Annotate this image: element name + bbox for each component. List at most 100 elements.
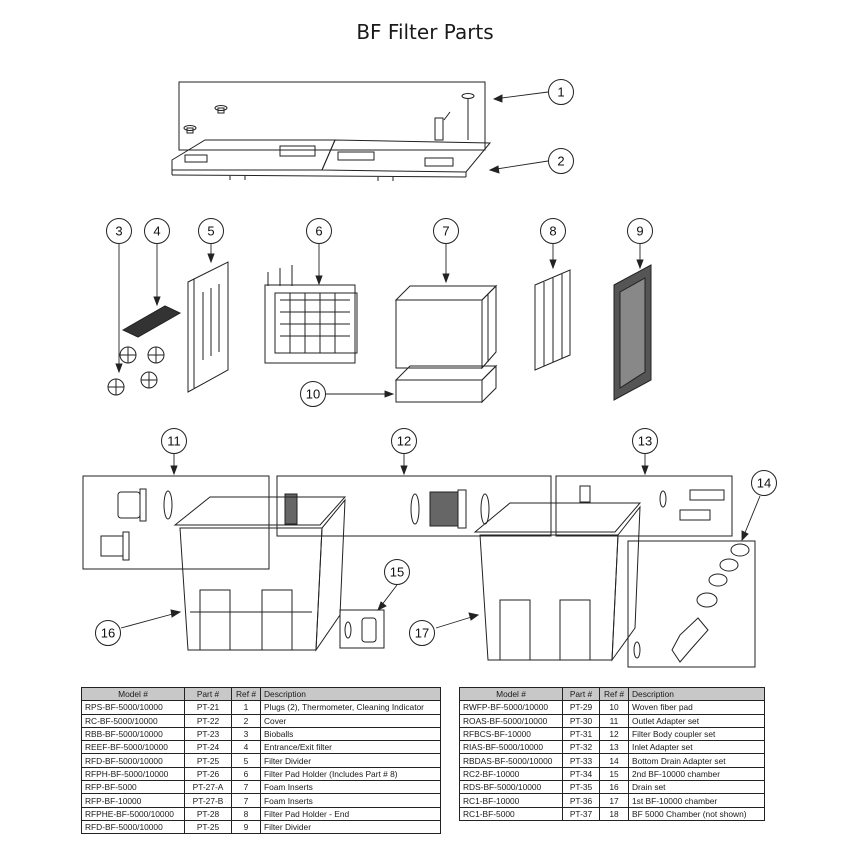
cell-model: RFP-BF-10000 [81, 793, 185, 808]
part-17-first-chamber [473, 502, 642, 662]
callout-circle-1 [548, 79, 574, 105]
part-10-woven-fiber-pad [394, 364, 498, 404]
cell-description: Foam Inserts [260, 780, 441, 795]
callout-circle-13 [632, 428, 658, 454]
cell-ref: 3 [231, 726, 261, 742]
table-header-row: Model # Part # Ref # Description [459, 686, 765, 702]
table-header-row: Model # Part # Ref # Description [81, 686, 441, 702]
callout-circle-6 [306, 218, 332, 244]
cell-part: PT-27-A [184, 780, 232, 795]
callout-circle-8 [540, 218, 566, 244]
cell-model: ROAS-BF-5000/10000 [459, 713, 563, 728]
cell-ref: 16 [599, 780, 629, 795]
cell-description: Bottom Drain Adapter set [628, 753, 765, 768]
part-15-second-chamber [173, 496, 347, 652]
callout-number: 15 [390, 565, 404, 580]
column-header-description: Description [260, 686, 441, 702]
callout-number: 13 [638, 434, 652, 449]
cell-part: PT-35 [562, 780, 600, 795]
cell-description: Filter Pad Holder (Includes Part # 8) [260, 766, 441, 782]
cell-part: PT-25 [184, 753, 232, 768]
cell-part: PT-22 [184, 713, 232, 728]
part-8-filter-pad-holder-end [534, 269, 571, 371]
cell-part: PT-21 [184, 700, 232, 715]
cell-ref: 7 [231, 793, 261, 808]
cell-description: 2nd BF-10000 chamber [628, 766, 765, 782]
cell-part: PT-34 [562, 766, 600, 782]
cell-description: Outlet Adapter set [628, 713, 765, 728]
part-12-filter-body-coupler-set [276, 475, 552, 537]
cell-part: PT-27-B [184, 793, 232, 808]
leader-lines [115, 91, 761, 629]
cell-description: Filter Pad Holder - End [260, 806, 441, 821]
cell-part: PT-37 [562, 806, 600, 821]
cell-model: RDS-BF-5000/10000 [459, 780, 563, 795]
cell-model: RC2-BF-10000 [459, 766, 563, 782]
part-16-drain-set [339, 609, 385, 649]
callout-number: 6 [315, 224, 322, 239]
callout-number: 17 [415, 626, 429, 641]
callout-number: 10 [306, 387, 320, 402]
cell-part: PT-29 [562, 700, 600, 715]
cell-description: Filter Body coupler set [628, 726, 765, 742]
cell-description: Inlet Adapter set [628, 740, 765, 755]
column-header-part: Part # [562, 686, 600, 702]
part-3-bioballs [107, 346, 165, 396]
cell-part: PT-32 [562, 740, 600, 755]
cell-model: RBDAS-BF-5000/10000 [459, 753, 563, 768]
cell-part: PT-26 [184, 766, 232, 782]
part-9-filter-divider [613, 264, 652, 401]
cell-description: Filter Divider [260, 819, 441, 835]
cell-ref: 12 [599, 726, 629, 742]
column-header-ref: Ref # [599, 686, 629, 702]
callout-circle-17 [409, 620, 435, 646]
callout-number: 1 [557, 85, 564, 100]
cell-model: RFPHE-BF-5000/10000 [81, 806, 185, 821]
cell-description: Bioballs [260, 726, 441, 742]
cell-part: PT-30 [562, 713, 600, 728]
callout-number: 5 [207, 224, 214, 239]
cell-description: Entrance/Exit filter [260, 740, 441, 755]
cell-description: Foam Inserts [260, 793, 441, 808]
callout-circle-12 [391, 428, 417, 454]
callout-number: 14 [757, 476, 771, 491]
callout-circle-5 [198, 218, 224, 244]
cell-description: Drain set [628, 780, 765, 795]
cell-part: PT-36 [562, 793, 600, 808]
cell-ref: 9 [231, 819, 261, 835]
callout-number: 3 [115, 224, 122, 239]
cell-model: RIAS-BF-5000/10000 [459, 740, 563, 755]
callout-number: 12 [397, 434, 411, 449]
cell-model: RC1-BF-10000 [459, 793, 563, 808]
callout-number: 7 [442, 224, 449, 239]
part-5-filter-divider [187, 261, 229, 393]
column-header-model: Model # [459, 686, 563, 702]
cell-part: PT-25 [184, 819, 232, 835]
cell-model: REEF-BF-5000/10000 [81, 740, 185, 755]
cell-model: RFD-BF-5000/10000 [81, 753, 185, 768]
callout-circle-16 [95, 620, 121, 646]
callout-number: 8 [549, 224, 556, 239]
cell-ref: 17 [599, 793, 629, 808]
cell-description: BF 5000 Chamber (not shown) [628, 806, 765, 821]
cell-description: 1st BF-10000 chamber [628, 793, 765, 808]
part-7-foam-inserts [394, 284, 498, 370]
cell-ref: 15 [599, 766, 629, 782]
part-11-outlet-adapter-set [82, 475, 270, 570]
callout-circle-15 [384, 559, 410, 585]
parts-table-left: Model # Part # Ref # Description RPS-BF-… [81, 686, 441, 835]
cell-ref: 1 [231, 700, 261, 715]
callout-circle-2 [548, 148, 574, 174]
